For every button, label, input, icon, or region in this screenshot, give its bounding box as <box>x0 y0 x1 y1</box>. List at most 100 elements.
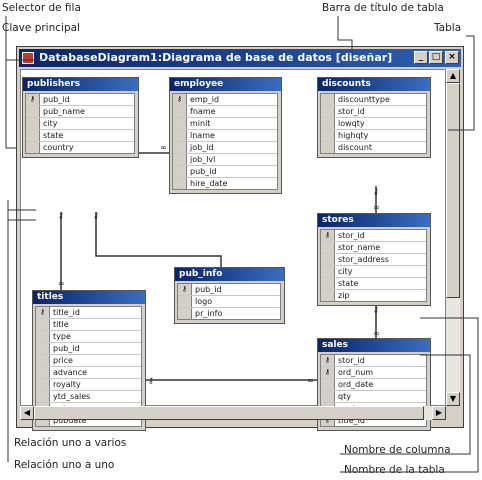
column-row[interactable]: country <box>26 141 134 153</box>
table-title-bar[interactable]: discounts <box>318 78 430 91</box>
column-row[interactable]: price <box>36 354 141 366</box>
row-selector[interactable] <box>173 106 187 117</box>
scroll-left-arrow-icon[interactable]: ◀ <box>20 406 34 420</box>
relationship-publishers-pub-info[interactable] <box>95 212 222 267</box>
row-selector[interactable] <box>173 166 187 177</box>
row-selector[interactable] <box>36 415 50 426</box>
column-row[interactable]: state <box>26 129 134 141</box>
row-selector[interactable] <box>178 296 192 307</box>
column-row[interactable]: ord_date <box>321 378 426 390</box>
column-row[interactable]: title <box>36 318 141 330</box>
column-row[interactable]: advance <box>36 366 141 378</box>
row-selector[interactable] <box>36 391 50 402</box>
table-title-bar[interactable]: pub_info <box>175 268 284 281</box>
column-row[interactable]: state <box>321 277 426 289</box>
column-row[interactable]: ⚷stor_id <box>321 355 426 366</box>
row-selector[interactable] <box>173 178 187 189</box>
primary-key-icon[interactable]: ⚷ <box>321 230 335 241</box>
column-row[interactable]: fname <box>173 105 277 117</box>
horizontal-scroll-thumb[interactable] <box>34 406 424 420</box>
row-selector[interactable] <box>321 278 335 289</box>
maximize-button[interactable]: □ <box>429 51 443 64</box>
close-button[interactable]: × <box>445 51 459 64</box>
row-selector[interactable] <box>173 118 187 129</box>
row-selector[interactable] <box>321 266 335 277</box>
row-selector[interactable] <box>321 118 335 129</box>
primary-key-icon[interactable]: ⚷ <box>36 307 50 318</box>
column-row[interactable]: ⚷title_id <box>36 307 141 318</box>
row-selector[interactable] <box>173 130 187 141</box>
column-row[interactable]: pub_name <box>26 105 134 117</box>
column-row[interactable]: type <box>36 330 141 342</box>
column-row[interactable]: logo <box>178 295 280 307</box>
row-selector[interactable] <box>178 308 192 319</box>
column-row[interactable]: ⚷emp_id <box>173 94 277 105</box>
row-selector[interactable] <box>36 319 50 330</box>
row-selector[interactable] <box>321 254 335 265</box>
column-row[interactable]: job_id <box>173 141 277 153</box>
column-row[interactable]: city <box>26 117 134 129</box>
column-row[interactable]: pub_id <box>173 165 277 177</box>
vertical-scrollbar[interactable]: ▲ ▼ <box>446 69 460 406</box>
scroll-up-arrow-icon[interactable]: ▲ <box>446 69 460 83</box>
column-row[interactable]: discounttype <box>321 94 426 105</box>
column-row[interactable]: ytd_sales <box>36 390 141 402</box>
column-row[interactable]: lname <box>173 129 277 141</box>
row-selector[interactable] <box>26 130 40 141</box>
column-row[interactable]: stor_id <box>321 105 426 117</box>
row-selector[interactable] <box>321 130 335 141</box>
column-row[interactable]: pub_id <box>36 342 141 354</box>
column-row[interactable]: hire_date <box>173 177 277 189</box>
primary-key-icon[interactable]: ⚷ <box>321 367 335 378</box>
row-selector[interactable] <box>321 242 335 253</box>
column-row[interactable]: ⚷pub_id <box>178 284 280 295</box>
column-row[interactable]: discount <box>321 141 426 153</box>
window-title-bar[interactable]: DatabaseDiagram1:Diagrama de base de dat… <box>19 49 461 67</box>
row-selector[interactable] <box>36 343 50 354</box>
row-selector[interactable] <box>321 379 335 390</box>
table-title-bar[interactable]: sales <box>318 339 430 352</box>
primary-key-icon[interactable]: ⚷ <box>173 94 187 105</box>
row-selector[interactable] <box>36 379 50 390</box>
row-selector[interactable] <box>36 367 50 378</box>
column-row[interactable]: ⚷stor_id <box>321 230 426 241</box>
column-row[interactable]: stor_address <box>321 253 426 265</box>
row-selector[interactable] <box>321 94 335 105</box>
column-row[interactable]: highqty <box>321 129 426 141</box>
row-selector[interactable] <box>321 391 335 402</box>
horizontal-scrollbar[interactable]: ◀ ▶ <box>20 406 446 420</box>
column-row[interactable]: royalty <box>36 378 141 390</box>
column-row[interactable]: zip <box>321 289 426 301</box>
table-title-bar[interactable]: employee <box>170 78 281 91</box>
primary-key-icon[interactable]: ⚷ <box>178 284 192 295</box>
row-selector[interactable] <box>26 118 40 129</box>
column-row[interactable]: minit <box>173 117 277 129</box>
row-selector[interactable] <box>26 106 40 117</box>
column-row[interactable]: qty <box>321 390 426 402</box>
table-title-bar[interactable]: stores <box>318 214 430 227</box>
row-selector[interactable] <box>36 331 50 342</box>
column-row[interactable]: lowqty <box>321 117 426 129</box>
row-selector[interactable] <box>321 290 335 301</box>
column-row[interactable]: ⚷pub_id <box>26 94 134 105</box>
column-row[interactable]: stor_name <box>321 241 426 253</box>
column-row[interactable]: job_lvl <box>173 153 277 165</box>
row-selector[interactable] <box>173 142 187 153</box>
scroll-down-arrow-icon[interactable]: ▼ <box>446 392 460 406</box>
column-row[interactable]: pr_info <box>178 307 280 319</box>
row-selector[interactable] <box>321 106 335 117</box>
primary-key-icon[interactable]: ⚷ <box>321 355 335 366</box>
scroll-right-arrow-icon[interactable]: ▶ <box>432 406 446 420</box>
row-selector[interactable] <box>321 142 335 153</box>
row-selector[interactable] <box>173 154 187 165</box>
column-row[interactable]: ⚷ord_num <box>321 366 426 378</box>
vertical-scroll-thumb[interactable] <box>446 83 460 298</box>
primary-key-icon[interactable]: ⚷ <box>321 415 335 426</box>
row-selector[interactable] <box>26 142 40 153</box>
